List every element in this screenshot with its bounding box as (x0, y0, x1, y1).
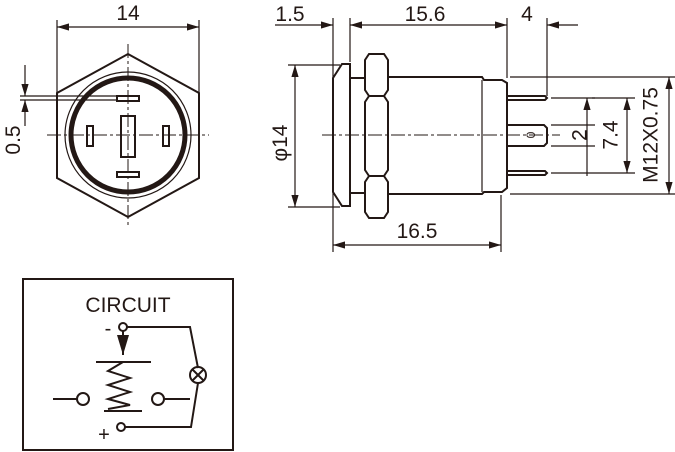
total-length-label: 16.5 (397, 220, 438, 243)
thread-label: M12X0.75 (640, 87, 663, 183)
circuit-title: CIRCUIT (85, 294, 170, 317)
pin-spacing-label: 2 (569, 129, 592, 141)
terminal-length-label: 4 (521, 3, 533, 26)
tab-label: 0 (524, 131, 538, 138)
minus-label: - (105, 318, 112, 340)
width-label: 14 (116, 2, 140, 25)
lamp-icon (189, 366, 207, 384)
body-length-label: 15.6 (405, 3, 446, 26)
circuit-box: CIRCUIT - + (22, 278, 234, 451)
side-nut (364, 53, 389, 219)
spring-icon (104, 361, 134, 410)
terminal-top (507, 95, 549, 101)
flange (332, 63, 351, 207)
diameter-label: φ14 (269, 124, 292, 161)
offset-label: 0.5 (2, 125, 25, 154)
pin-span-label: 7.4 (600, 120, 623, 150)
plus-label: + (98, 424, 110, 446)
terminal-bottom (507, 170, 549, 176)
side-view: 1.5 15.6 4 φ14 0 2 7.4 M12X0.75 16.5 (269, 3, 675, 252)
terminal-center (507, 124, 548, 147)
flange-label: 1.5 (275, 3, 304, 26)
front-view: 14 0.5 (2, 2, 209, 228)
